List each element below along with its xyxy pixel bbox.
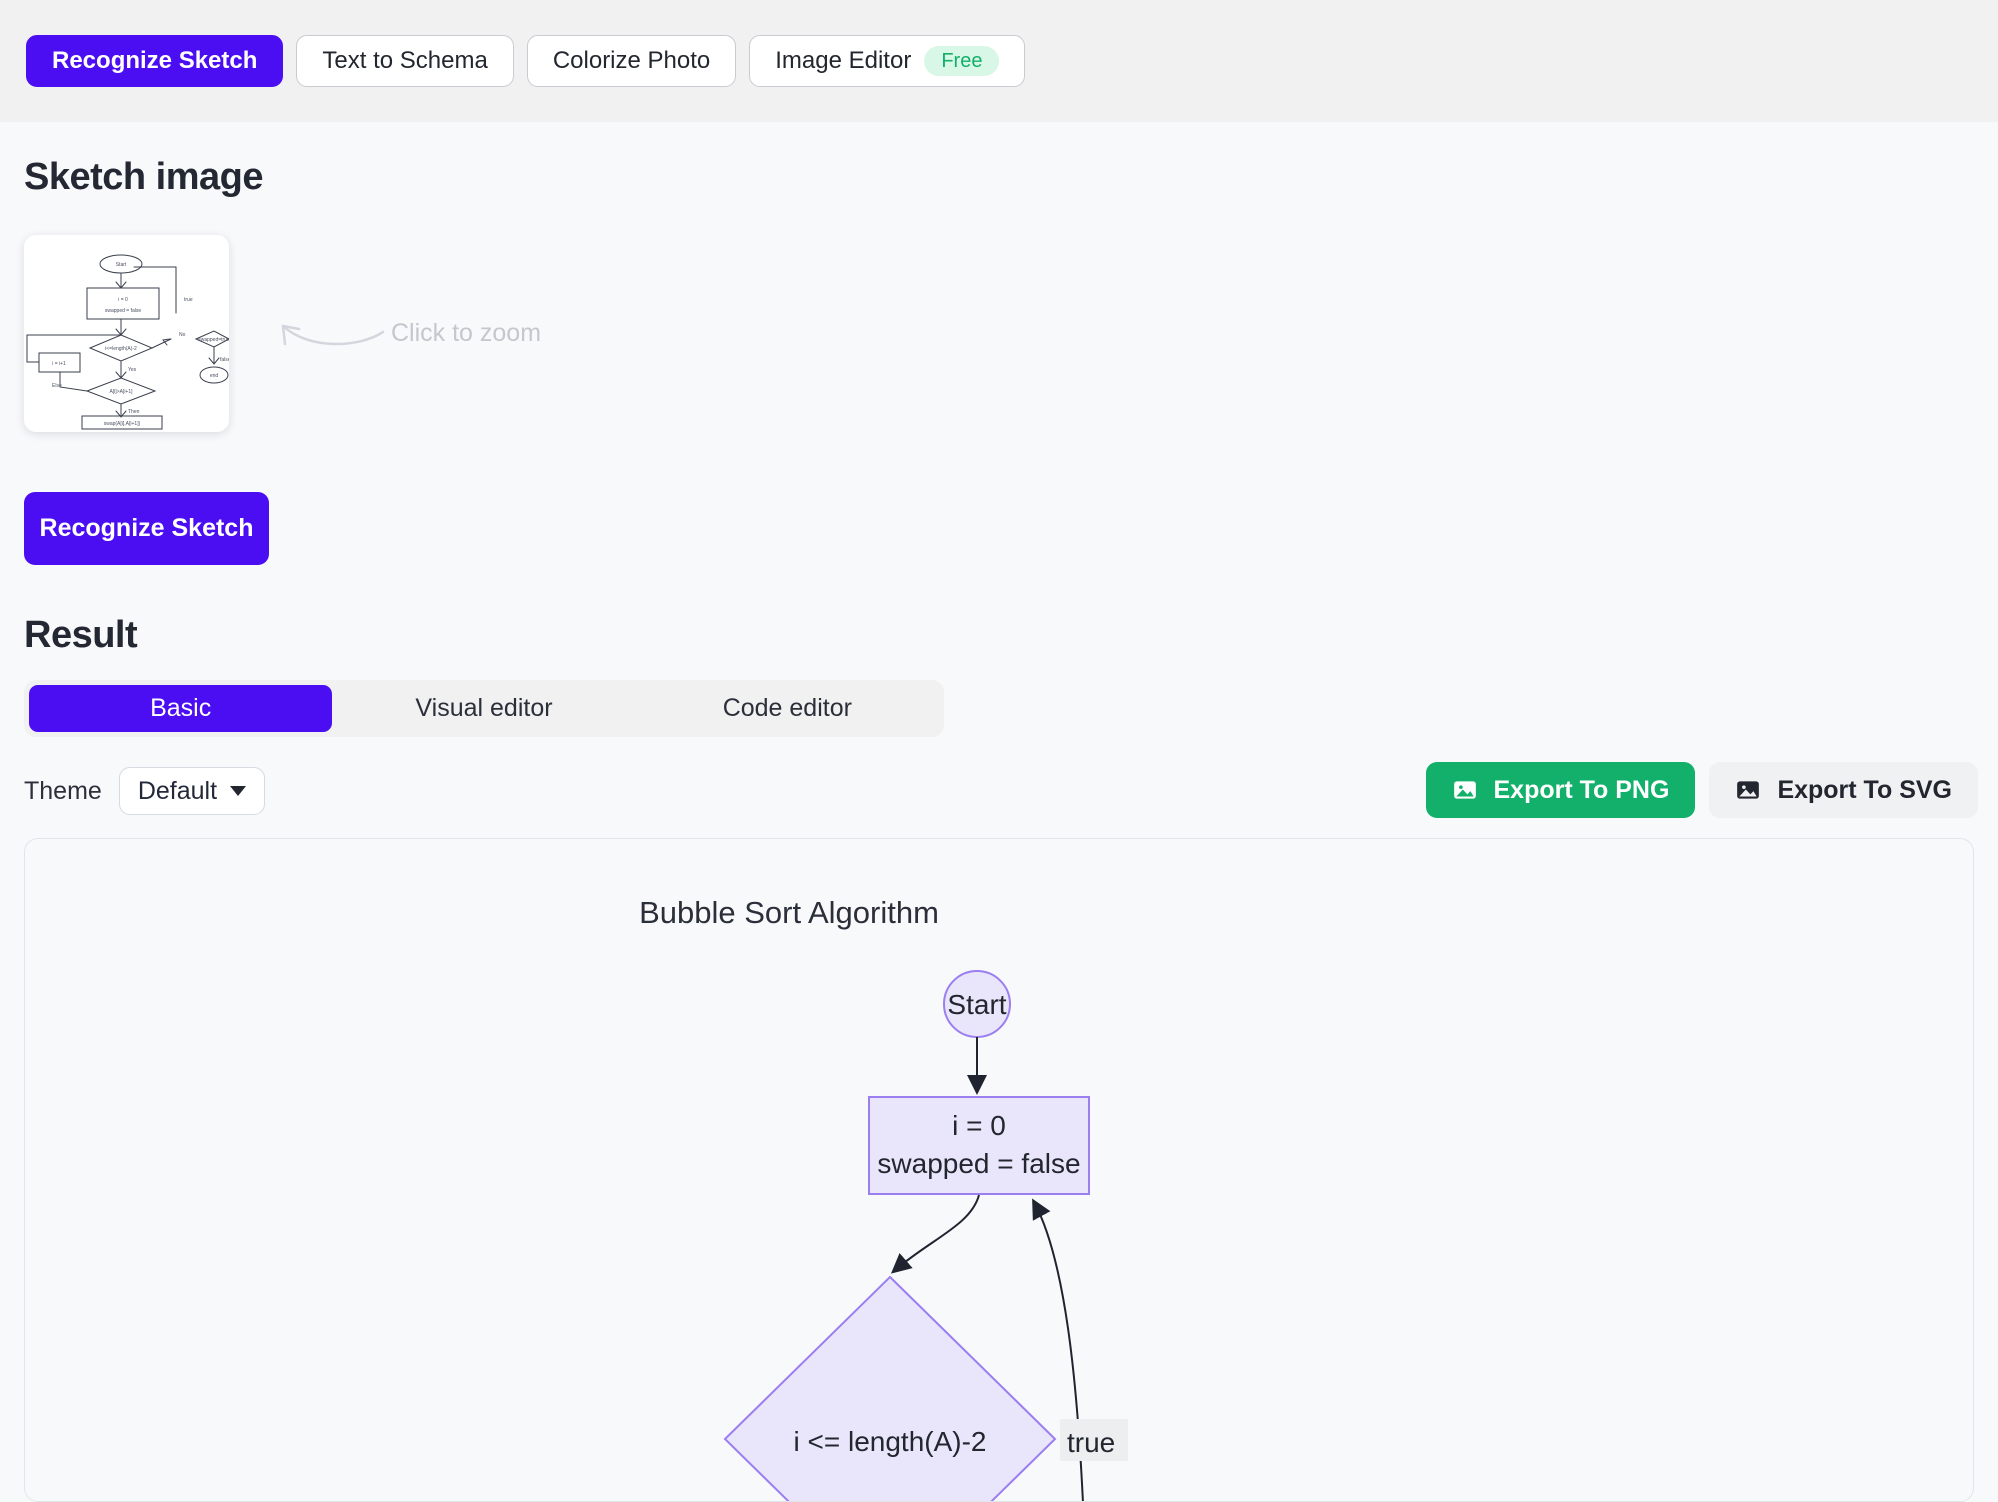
free-badge: Free [924,46,999,76]
svg-text:Start: Start [116,262,127,268]
svg-text:i = i+1: i = i+1 [52,361,66,367]
tool-tabs-bar: Recognize Sketch Text to Schema Colorize… [0,0,1998,122]
tool-tab-colorize-photo[interactable]: Colorize Photo [527,35,736,87]
export-png-label: Export To PNG [1494,776,1670,805]
svg-text:swap(A[i],A[i+1]): swap(A[i],A[i+1]) [104,421,141,427]
curved-arrow-icon [273,314,385,354]
click-to-zoom-hint: Click to zoom [273,314,541,354]
tool-tab-label: Text to Schema [322,47,487,75]
export-svg-label: Export To SVG [1777,776,1952,805]
svg-text:i<=length(A)-2: i<=length(A)-2 [105,346,137,352]
image-icon [1452,777,1478,803]
sketch-thumbnail-row: Start i = 0 swapped = false i<=length(A)… [24,235,541,432]
tab-label: Code editor [723,694,852,723]
node-start[interactable]: Start [944,971,1010,1037]
svg-text:Else: Else [52,383,62,389]
node-init-line1: i = 0 [952,1110,1006,1141]
theme-value: Default [138,777,217,806]
tool-tab-label: Image Editor [775,47,911,75]
export-to-svg-button[interactable]: Export To SVG [1709,762,1978,818]
svg-text:A[i]>A[i+1]: A[i]>A[i+1] [109,389,133,395]
tab-label: Visual editor [415,694,552,723]
export-to-png-button[interactable]: Export To PNG [1426,762,1696,818]
sketch-thumbnail[interactable]: Start i = 0 swapped = false i<=length(A)… [24,235,229,432]
node-condition-label: i <= length(A)-2 [794,1426,987,1457]
tool-tab-image-editor[interactable]: Image Editor Free [749,35,1025,87]
edge-init-to-cond [894,1195,979,1271]
tool-tab-recognize-sketch[interactable]: Recognize Sketch [26,35,283,87]
recognize-sketch-button[interactable]: Recognize Sketch [24,492,269,565]
theme-label: Theme [24,777,102,806]
sketch-image-heading: Sketch image [24,156,263,199]
svg-text:swapped = false: swapped = false [105,308,141,314]
edge-label-true-text: true [1067,1427,1115,1458]
result-tabs: Basic Visual editor Code editor [24,680,944,737]
tab-code-editor[interactable]: Code editor [636,685,939,732]
theme-select[interactable]: Default [119,767,265,815]
tool-tab-label: Recognize Sketch [52,47,257,75]
node-init-line2: swapped = false [877,1148,1080,1179]
edge-label-true: true [1060,1419,1128,1461]
tab-basic[interactable]: Basic [29,685,332,732]
result-heading: Result [24,614,137,657]
node-init[interactable]: i = 0 swapped = false [869,1097,1089,1194]
tab-visual-editor[interactable]: Visual editor [332,685,635,732]
tab-label: Basic [150,694,211,723]
image-icon [1735,777,1761,803]
node-start-label: Start [947,989,1006,1020]
svg-text:Then: Then [128,409,140,415]
tool-tab-label: Colorize Photo [553,47,710,75]
diagram-result-panel: Bubble Sort Algorithm Start i = 0 swappe… [24,838,1974,1502]
theme-row: Theme Default [24,767,265,815]
svg-text:true: true [184,297,193,303]
svg-text:end: end [210,373,219,379]
svg-text:false: false [220,357,229,363]
svg-text:Yes: Yes [128,367,137,373]
svg-text:No: No [179,332,186,338]
svg-text:swapped=true: swapped=true [198,337,229,343]
click-to-zoom-label: Click to zoom [391,319,541,348]
chevron-down-icon [230,786,246,796]
sketch-preview-drawing: Start i = 0 swapped = false i<=length(A)… [24,235,229,432]
tool-tab-text-to-schema[interactable]: Text to Schema [296,35,513,87]
svg-text:i = 0: i = 0 [118,297,128,303]
flowchart-diagram: Start i = 0 swapped = false i <= length(… [25,839,1974,1502]
node-condition[interactable]: i <= length(A)-2 [725,1277,1055,1502]
export-buttons: Export To PNG Export To SVG [1426,762,1979,818]
